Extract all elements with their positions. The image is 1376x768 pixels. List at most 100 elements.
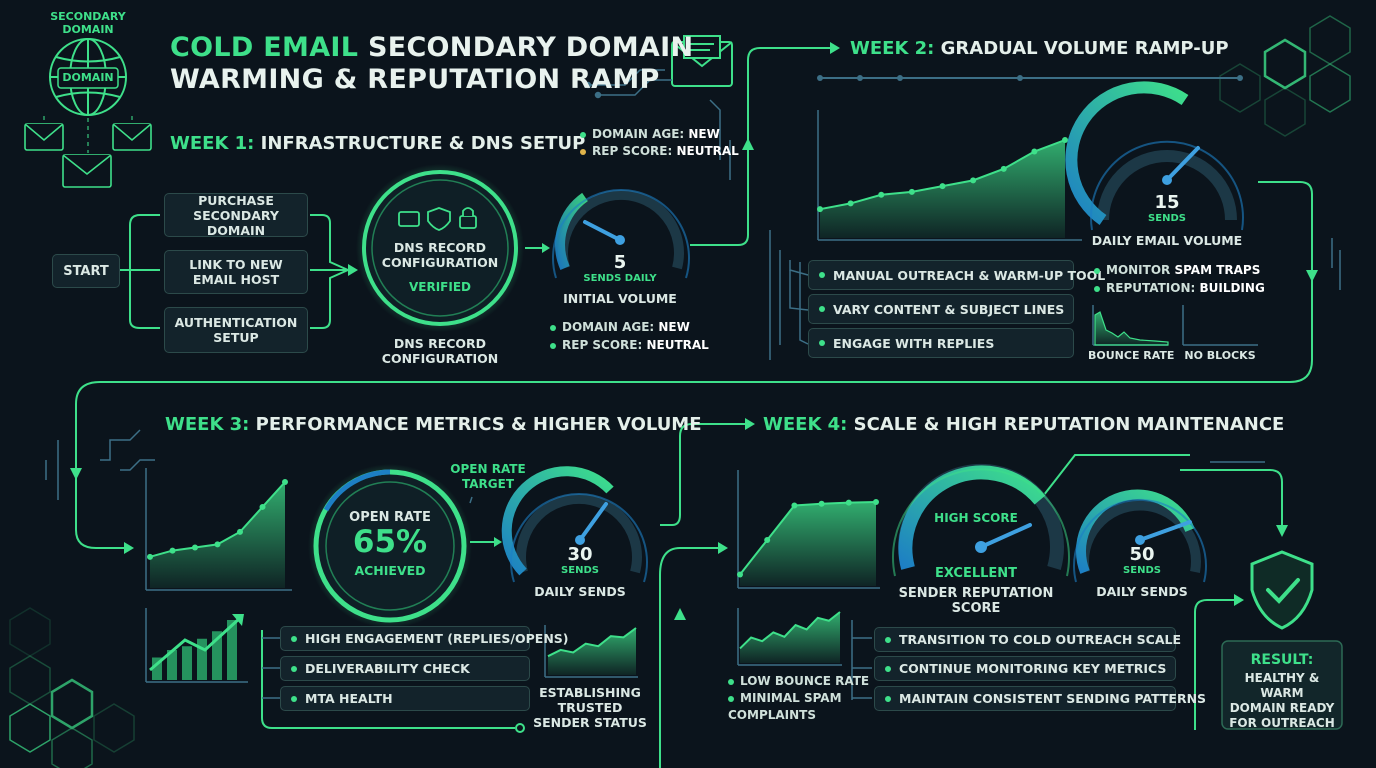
week3-trust-area [548,628,636,675]
week2-chart-point-7 [1031,148,1038,155]
hex-decoration-bottom-left [9,607,135,768]
week4-stability-line [739,611,841,650]
week2-task-vary-content: VARY CONTENT & SUBJECT LINES [808,294,1074,324]
week3-bar-2 [182,646,192,680]
week2-chart-point-0 [817,206,823,213]
gauge2-value: 15 [1154,192,1180,213]
week4-stability-axes [737,608,842,666]
gauge-initial-volume [552,189,690,279]
week3-chart-axes [145,468,292,591]
dns-caption: DNS RECORD CONFIGURATION [381,336,499,366]
week4-task-consistency: MAINTAIN CONSISTENT SENDING PATTERNS [874,686,1206,711]
week2-chart-point-1 [847,200,854,207]
open-rate-status: ACHIEVED [354,563,426,578]
open-rate-title: OPEN RATE [349,510,431,525]
week3-trust-chart [547,627,637,675]
week3-growth-point-4 [237,528,243,535]
week3-growth-point-5 [259,503,266,510]
week3-bar-3 [197,638,207,680]
week2-task-warmup: MANUAL OUTREACH & WARM-UP TOOL [808,260,1105,290]
result-body: HEALTHY & WARM DOMAIN READY FOR OUTREACH [1229,671,1335,730]
result-title: RESULT: [1250,652,1314,668]
result-shield-icon [1250,550,1314,630]
week3-bar-1 [167,650,177,680]
open-rate-target-label: OPEN RATE TARGET [450,462,526,491]
envelope-icons [24,123,152,188]
gauge-sender-reputation [892,463,1070,577]
logo-arc-text: SECONDARY DOMAIN [50,10,126,36]
week4-heading: WEEK 4: SCALE & HIGH REPUTATION MAINTENA… [763,414,1285,435]
mini-bounce-chart [1092,305,1169,346]
week1-stat-rep-score-bottom: REP SCORE: NEUTRAL [550,337,709,354]
mini-blocks-chart [1182,305,1258,346]
week1-heading: WEEK 1: INFRASTRUCTURE & DNS SETUP [170,133,586,154]
start-node: START [52,254,120,288]
rep-gauge-top: HIGH SCORE [934,511,1018,525]
step-purchase-domain: PURCHASE SECONDARY DOMAIN [164,193,308,238]
week3-growth-area [150,482,285,588]
week3-bar-4 [212,631,222,680]
rep-gauge-status: EXCELLENT [934,566,1018,581]
week2-chart-axes [817,110,1082,241]
week4-scale-area [740,502,876,586]
week3-bars-axes [145,608,248,683]
step-authentication: AUTHENTICATION SETUP [164,307,308,353]
gauge1-value: 5 [613,252,627,273]
week4-stat-bounce: LOW BOUNCE RATE [728,673,869,690]
week4-scale-point-1 [764,536,771,543]
week3-heading: WEEK 3: PERFORMANCE METRICS & HIGHER VOL… [165,414,702,435]
gauge1-unit: SENDS DAILY [583,273,657,284]
gauge-daily-email-volume [1065,81,1244,231]
title-envelope-icon [671,35,733,87]
week3-trust-caption: ESTABLISHING TRUSTED SENDER STATUS [533,685,647,730]
week1-stat-rep-score-top: REP SCORE: NEUTRAL [580,143,739,160]
gauge4-value: 50 [1129,544,1155,565]
week4-scale-point-0 [737,571,743,578]
page-title-line1: COLD EMAIL SECONDARY DOMAIN [170,32,694,63]
week4-scale-line [739,501,877,576]
dns-circle-title: DNS RECORD CONFIGURATION [381,240,499,270]
week3-trust-line [547,627,637,658]
hex-decoration-top-right [1219,15,1351,137]
gauge2-caption: DAILY EMAIL VOLUME [1091,233,1243,248]
week3-growth-point-1 [169,547,176,554]
gauge3-unit: SENDS [561,565,599,576]
week2-chart-point-3 [908,188,915,195]
week4-scale-point-3 [818,500,825,507]
week3-bar-0 [152,657,162,680]
week4-scale-point-2 [791,502,798,509]
week3-bar-5 [227,620,237,680]
dns-shield-icons [398,207,477,231]
step-link-email-host: LINK TO NEW EMAIL HOST [164,250,308,294]
gauge1-caption: INITIAL VOLUME [563,291,677,306]
week4-chart-axes [737,470,880,589]
week2-chart-point-6 [1000,165,1007,172]
gauge-week3-daily-sends [501,466,648,583]
open-rate-value: 65% [352,524,428,560]
week4-scale-point-5 [873,499,879,505]
week2-chart-point-8 [1062,137,1068,143]
week2-chart-point-2 [878,191,885,198]
week3-trust-axes [544,625,638,678]
week4-scale-point-4 [845,499,852,506]
week3-growth-point-6 [282,479,288,485]
week4-stability-chart [739,611,841,663]
week1-stat-domain-age-top: DOMAIN AGE: NEW [580,126,720,143]
week4-stability-area [740,612,840,663]
gauge-week4-daily-sends [1073,489,1207,583]
week2-area-chart [817,137,1068,238]
week2-stat-spam-traps: MONITOR SPAM TRAPS [1094,262,1260,279]
gauge4-caption: DAILY SENDS [1096,584,1188,599]
open-rate-circle [308,464,472,628]
week2-chart-point-5 [970,177,977,184]
gauge2-unit: SENDS [1148,213,1186,224]
week4-scale-chart [737,499,879,586]
dns-circle-status: VERIFIED [408,280,471,294]
page-title-line2: WARMING & REPUTATION RAMP [170,64,660,95]
dns-circle [356,164,524,332]
week3-task-engagement: HIGH ENGAGEMENT (REPLIES/OPENS) [280,626,569,651]
week3-growth-chart [147,479,288,588]
week2-task-engage: ENGAGE WITH REPLIES [808,328,1074,358]
gauge4-unit: SENDS [1123,565,1161,576]
week3-bar-chart [152,620,237,680]
